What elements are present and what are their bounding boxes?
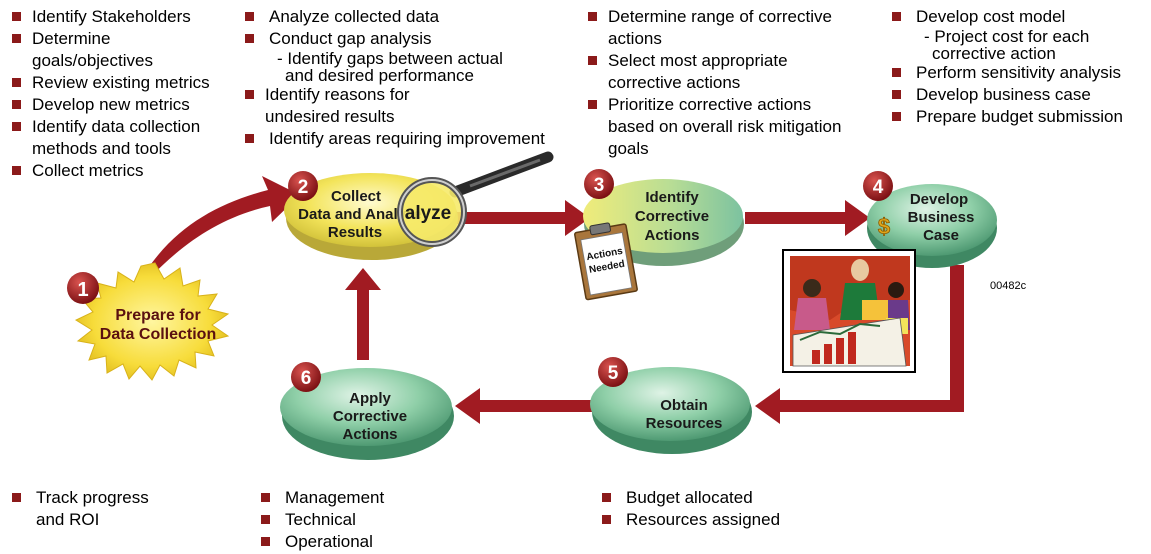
flow-arrows xyxy=(130,176,964,424)
figure-code: 00482c xyxy=(990,280,1027,292)
step-number-badge xyxy=(288,171,318,201)
step-2-node: 2 Collect Data and Analyze Results alyze xyxy=(284,151,554,260)
list-item: Develop new metrics xyxy=(10,94,210,116)
step-number-badge xyxy=(291,362,321,392)
list-item-continuation: undesired results xyxy=(265,107,395,126)
list-item: Develop business case xyxy=(890,84,1123,106)
list-item: Budget allocated xyxy=(600,487,780,509)
step-6-node: 6 Apply Corrective Actions xyxy=(280,362,454,460)
list-subitem-continuation: and desired performance xyxy=(285,66,475,85)
list-item: Perform sensitivity analysis xyxy=(890,62,1123,84)
magnifier-icon: alyze xyxy=(397,151,554,247)
disc-top xyxy=(280,368,452,446)
list-subitem: - Identify gaps between actual xyxy=(277,49,503,68)
step-title-line3: Actions xyxy=(342,426,397,443)
list-item: Identify reasons for xyxy=(243,84,545,106)
step-number: 5 xyxy=(608,363,619,384)
step-title-line3: Actions xyxy=(644,227,699,244)
svg-text:$: $ xyxy=(878,214,890,239)
step-number: 1 xyxy=(77,279,88,301)
svg-text:alyze: alyze xyxy=(405,203,451,224)
list-item: Conduct gap analysis xyxy=(243,28,545,50)
step-title-line1: Identify xyxy=(645,189,699,206)
step-title-line2: Data and Analyze xyxy=(298,206,422,223)
list-item-continuation: and ROI xyxy=(36,510,100,529)
list-item-continuation: goals xyxy=(608,139,649,158)
list-item: Technical xyxy=(259,509,384,531)
arrow-3-to-4 xyxy=(745,200,870,236)
step-number-badge xyxy=(584,169,614,199)
step-number: 4 xyxy=(873,177,884,198)
step-title-line1: Obtain xyxy=(660,397,708,414)
step-3-node: 3 Identify Corrective Actions Actions Ne… xyxy=(574,169,744,301)
list-item: Determine range of corrective xyxy=(586,6,841,28)
step-4-node: 4 Develop Business Case $ xyxy=(863,171,997,268)
list-item: Identify data collection xyxy=(10,116,210,138)
list-item: Identify Stakeholders xyxy=(10,6,210,28)
step-title-line2: Corrective xyxy=(333,408,407,425)
list-item: Management xyxy=(259,487,384,509)
list-item: Prioritize corrective actions xyxy=(586,94,841,116)
step-title-line1: Collect xyxy=(331,188,381,205)
list-item: Collect metrics xyxy=(10,160,210,182)
list-item-continuation: based on overall risk mitigation xyxy=(608,117,842,136)
disc-top xyxy=(867,184,997,256)
step-3-task-list: Determine range of corrective actions Se… xyxy=(586,6,841,160)
list-item: Resources assigned xyxy=(600,509,780,531)
step-title-line2: Corrective xyxy=(635,208,709,225)
track-list: Track progress and ROI xyxy=(10,487,149,531)
list-item: Operational xyxy=(259,531,384,553)
step-title-line2: Resources xyxy=(646,415,723,432)
step-title-line1: Apply xyxy=(349,390,391,407)
list-item: Identify areas requiring improvement xyxy=(243,128,545,150)
step-title-line1: Develop xyxy=(910,191,968,208)
step-1-node: 1 Prepare for Data Collection xyxy=(67,262,230,381)
step-number: 2 xyxy=(298,177,309,198)
step-number-badge xyxy=(598,357,628,387)
list-item: Review existing metrics xyxy=(10,72,210,94)
step-title-line3: Results xyxy=(328,224,382,241)
step-number: 6 xyxy=(301,368,312,389)
step-number-badge xyxy=(67,272,99,304)
step-5-task-list: Budget allocated Resources assigned xyxy=(600,487,780,531)
arrow-1-to-2 xyxy=(130,176,300,300)
step-title-line2: Data Collection xyxy=(100,326,216,343)
list-item-continuation: corrective actions xyxy=(608,73,741,92)
step-1-task-list: Identify Stakeholders Determine goals/ob… xyxy=(10,6,210,182)
arrow-2-to-3 xyxy=(455,200,590,236)
list-item: Track progress xyxy=(10,487,149,509)
step-title-line2: Business xyxy=(908,209,975,226)
step-number-badge xyxy=(863,171,893,201)
list-subitem-continuation: corrective action xyxy=(932,44,1056,63)
starburst-shape xyxy=(74,262,230,381)
step-title-line3: Case xyxy=(923,227,959,244)
dollar-icon: $ xyxy=(877,214,890,240)
disc-top xyxy=(590,367,750,441)
step-number: 3 xyxy=(594,175,605,196)
list-item: Prepare budget submission xyxy=(890,106,1123,128)
list-item: Develop cost model xyxy=(890,6,1123,28)
list-subitem: - Project cost for each xyxy=(924,27,1090,46)
list-item: Select most appropriate xyxy=(586,50,841,72)
step-6-task-list: Management Technical Operational xyxy=(259,487,384,553)
clipboard-icon: Actions Needed xyxy=(574,222,638,301)
list-item: Determine xyxy=(10,28,210,50)
list-item-continuation: actions xyxy=(608,29,662,48)
arrow-4-to-5 xyxy=(755,265,964,424)
step-4-task-list: Develop cost model - Project cost for ea… xyxy=(890,6,1123,128)
step-title-line1: Prepare for xyxy=(115,307,200,324)
list-item-continuation: methods and tools xyxy=(32,139,171,158)
business-meeting-illustration xyxy=(782,249,916,373)
step-2-task-list: Analyze collected data Conduct gap analy… xyxy=(243,6,545,150)
step-5-node: 5 Obtain Resources xyxy=(590,357,752,454)
list-item-continuation: goals/objectives xyxy=(32,51,153,70)
arrow-5-to-6 xyxy=(455,388,600,424)
list-item: Analyze collected data xyxy=(243,6,545,28)
arrow-6-to-2 xyxy=(345,268,381,360)
